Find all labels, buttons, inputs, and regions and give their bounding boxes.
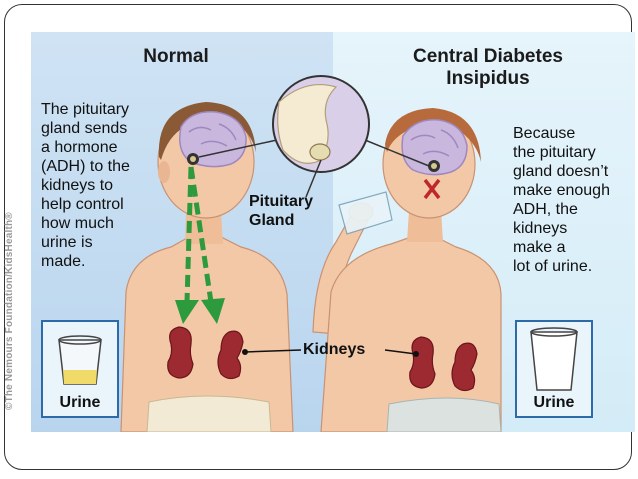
illustration-panel: Normal Central Diabetes Insipidus The pi… xyxy=(31,32,635,432)
normal-description: The pituitary gland sends a hormone (ADH… xyxy=(41,101,130,270)
cdi-child-figure xyxy=(312,108,502,432)
illustration-art xyxy=(120,75,502,432)
kidney-pointers xyxy=(242,349,419,357)
normal-urine-label: Urine xyxy=(59,394,101,411)
cdi-urine-label: Urine xyxy=(533,394,575,411)
small-urine-cup-icon xyxy=(58,335,102,385)
pituitary-magnifier xyxy=(198,75,430,198)
cdi-description: Because the pituitary gland doesn’t make… xyxy=(513,125,610,275)
adh-arrows xyxy=(175,166,225,324)
normal-child-figure xyxy=(120,102,294,432)
cdi-title: Central Diabetes Insipidus xyxy=(413,46,563,89)
copyright-watermark: ©The Nemours Foundation/KidsHealth® xyxy=(4,212,15,410)
kidneys-label: Kidneys xyxy=(303,341,366,358)
normal-urine-box: Urine xyxy=(41,320,119,418)
full-glass-icon xyxy=(530,327,578,391)
pituitary-gland-label: Pituitary Gland xyxy=(249,193,314,229)
normal-title: Normal xyxy=(143,46,209,67)
cdi-urine-box: Urine xyxy=(515,320,593,418)
